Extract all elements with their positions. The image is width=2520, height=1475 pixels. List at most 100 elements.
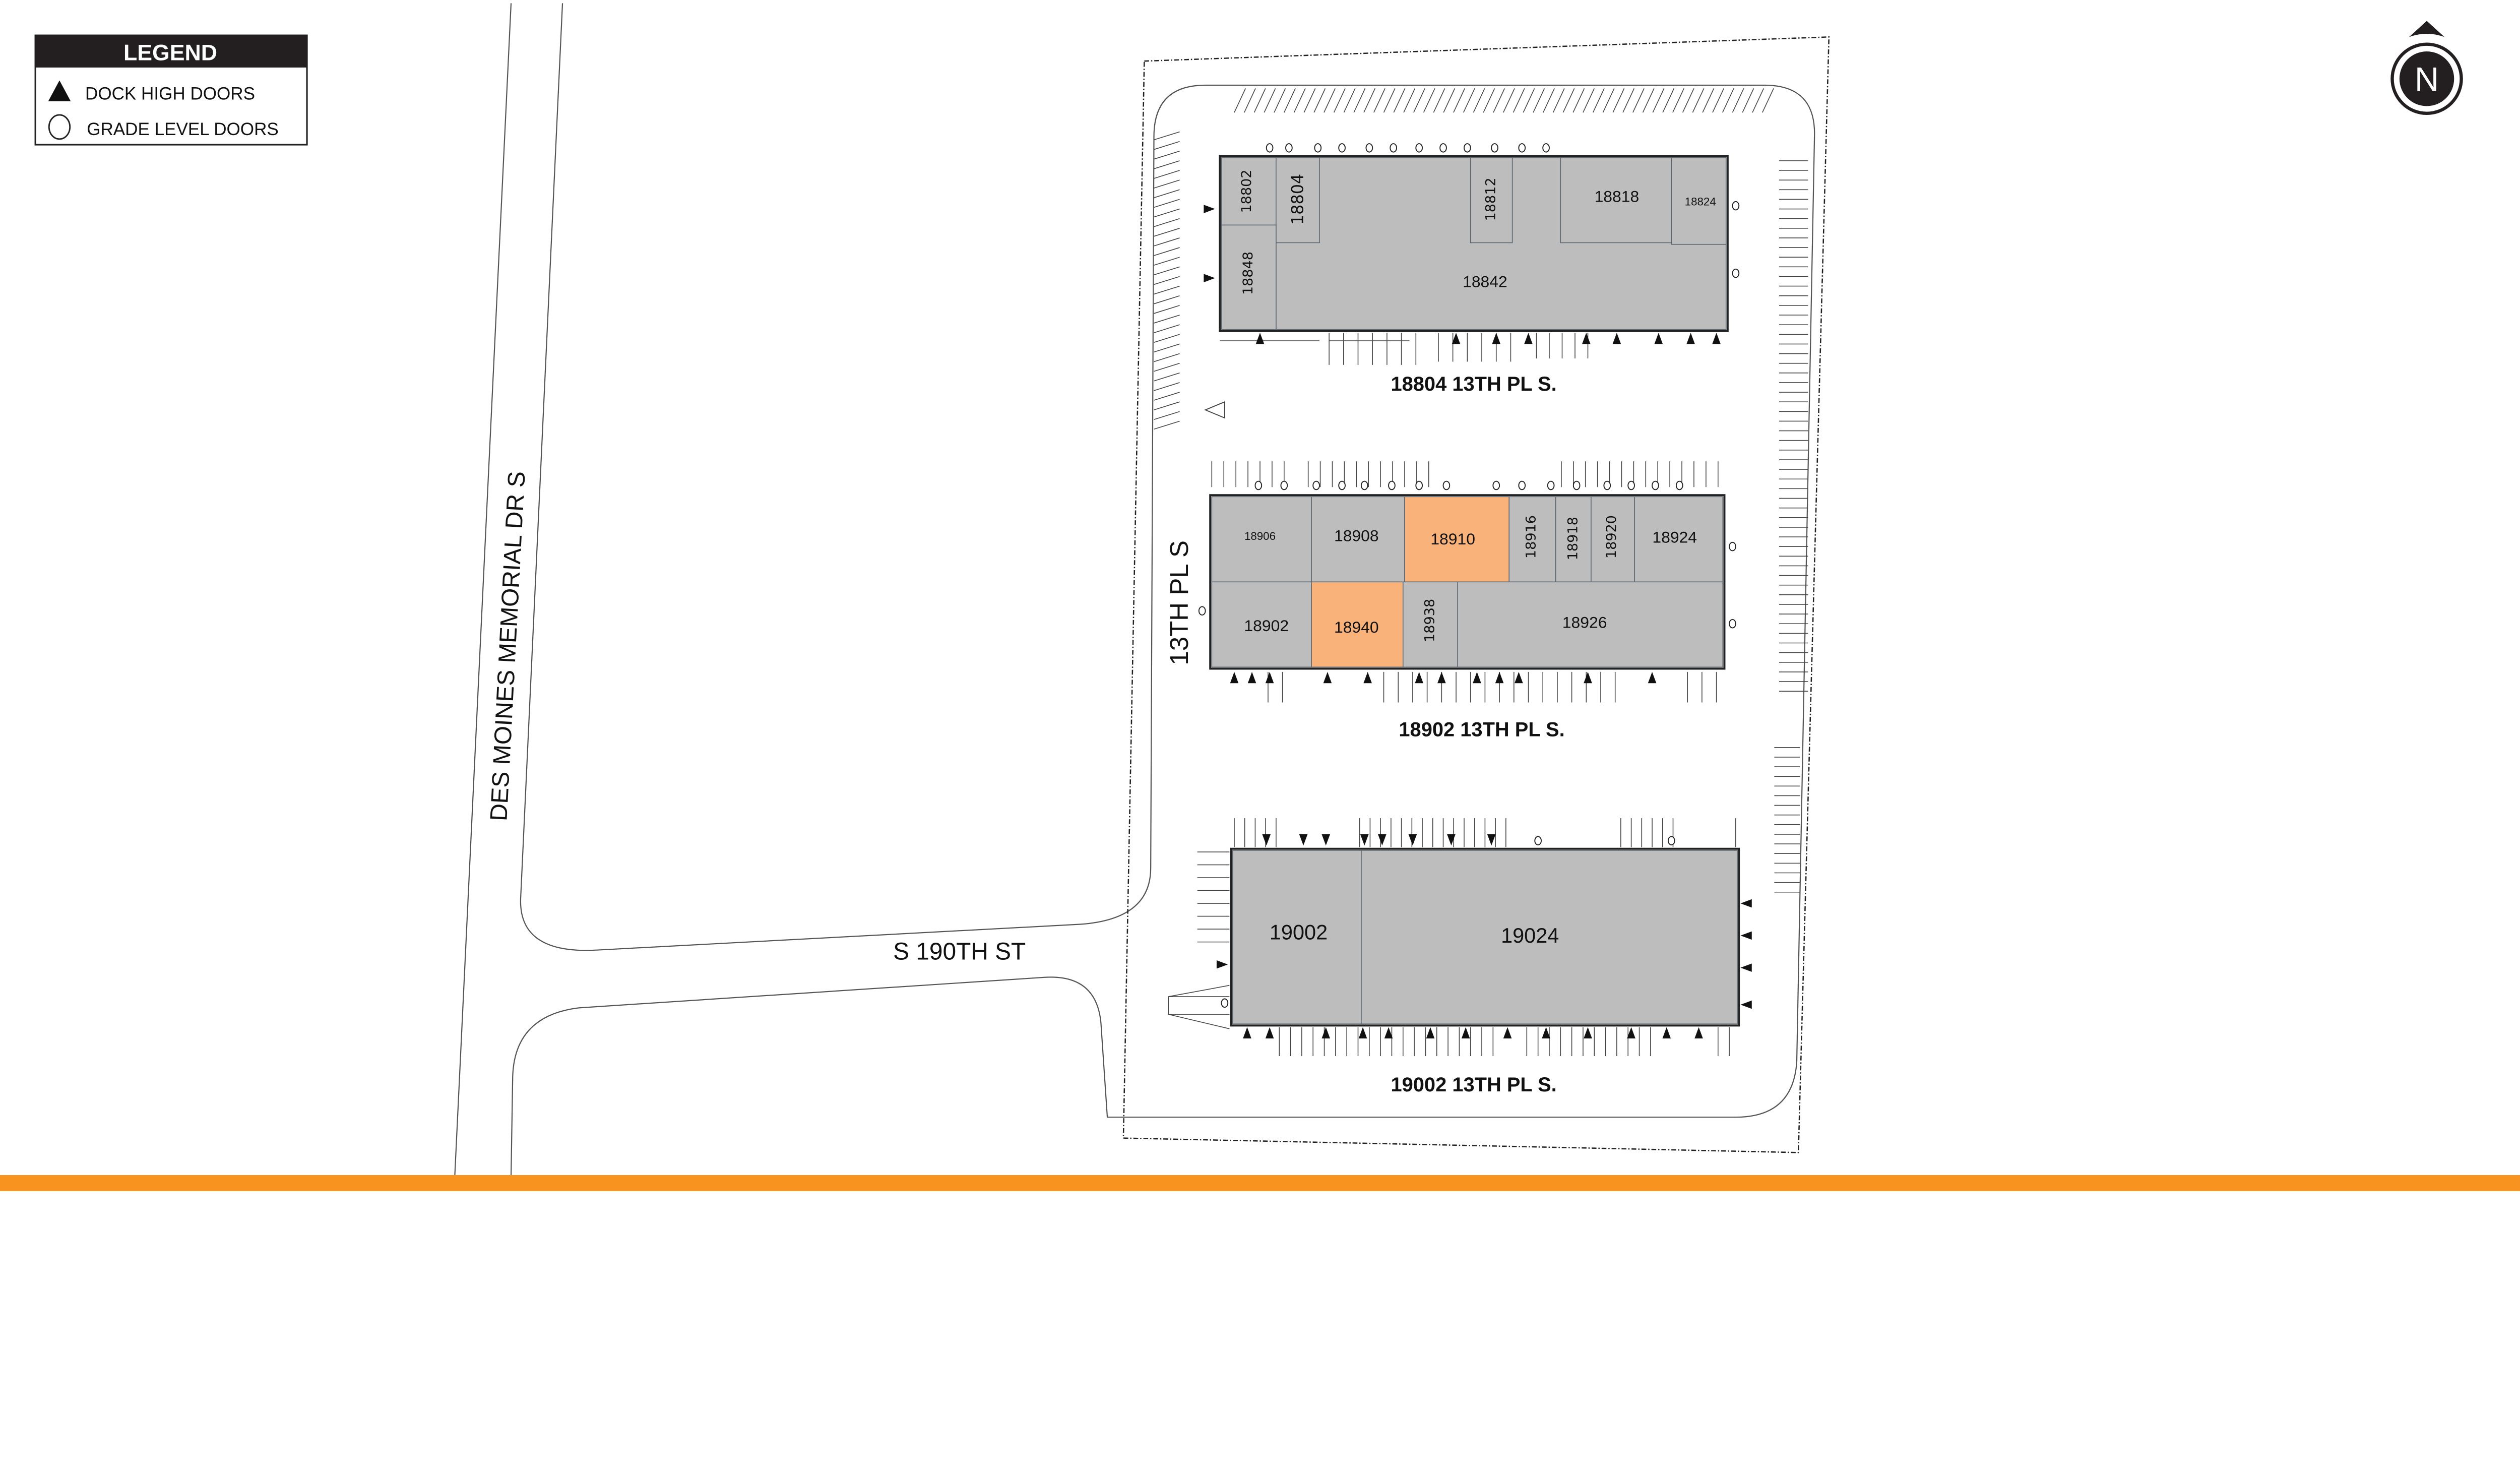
dock-high-door-icon xyxy=(1503,1027,1512,1038)
dock-high-door-icon xyxy=(1247,671,1256,684)
parking-stripe xyxy=(1602,88,1615,113)
building-address: 19002 13TH PL S. xyxy=(1391,1074,1556,1096)
grade-level-door-icon xyxy=(1729,541,1736,551)
unit-19024[interactable] xyxy=(1361,850,1738,1025)
dock-high-door-icon xyxy=(1740,963,1752,972)
unit-18802[interactable] xyxy=(1221,157,1277,226)
parking-stripe xyxy=(1154,131,1180,141)
parking-stripe xyxy=(1154,218,1180,227)
dock-high-door-icon xyxy=(1662,1027,1671,1038)
triangle-icon xyxy=(48,80,71,101)
dock-high-door-icon xyxy=(1230,671,1239,684)
parking-stripe xyxy=(1702,88,1715,113)
dock-high-door-icon xyxy=(1243,1027,1251,1038)
dock-high-door-icon xyxy=(1461,1027,1470,1038)
unit-label: 19024 xyxy=(1501,924,1559,947)
property-boundary xyxy=(1122,36,1830,1153)
unit-19002[interactable] xyxy=(1232,850,1362,1025)
dock-high-door-icon xyxy=(1515,671,1523,684)
unit-label: 18906 xyxy=(1244,530,1276,542)
parking-stripe xyxy=(1154,141,1180,150)
grade-level-door-icon xyxy=(1627,480,1635,490)
dock-high-door-icon xyxy=(1495,671,1504,684)
grade-level-door-icon xyxy=(1338,480,1346,490)
parking-stripe xyxy=(1154,382,1180,391)
parking-stripe xyxy=(1423,88,1435,113)
dock-high-door-icon xyxy=(1323,671,1332,684)
dock-high-door-icon xyxy=(1360,834,1369,846)
grade-level-door-icon xyxy=(1439,143,1447,153)
parking-stripe xyxy=(1662,88,1675,113)
grade-level-door-icon xyxy=(1732,201,1740,211)
dock-high-door-icon xyxy=(1524,333,1533,344)
unit-18906[interactable] xyxy=(1211,496,1312,583)
unit-18926[interactable] xyxy=(1457,581,1724,668)
unit-18920[interactable] xyxy=(1591,496,1635,583)
unit-18902[interactable] xyxy=(1211,581,1312,668)
dock-high-door-icon xyxy=(1384,1027,1393,1038)
parking-stripe xyxy=(1154,373,1180,382)
unit-label: 18902 xyxy=(1244,617,1289,635)
parking-stripe xyxy=(1383,88,1396,113)
dock-high-door-icon xyxy=(1415,671,1423,684)
parking-stripe xyxy=(1253,88,1266,113)
parking-stripe xyxy=(1154,189,1180,198)
parking-stripe xyxy=(1154,401,1180,410)
north-arrow: N xyxy=(2390,21,2463,115)
grade-level-door-icon xyxy=(1492,480,1500,490)
grade-level-door-icon xyxy=(1360,480,1368,490)
unit-label: 18924 xyxy=(1652,528,1697,546)
parking-stripe xyxy=(1363,88,1376,113)
grade-level-door-icon xyxy=(1729,619,1736,629)
legend-title: LEGEND xyxy=(123,41,217,66)
parking-stripe xyxy=(1642,88,1655,113)
unit-18812[interactable] xyxy=(1470,157,1513,243)
street-label-des-moines: DES MOINES MEMORIAL DR S xyxy=(485,471,530,822)
unit-18908[interactable] xyxy=(1311,496,1405,583)
grade-level-door-icon xyxy=(1312,480,1320,490)
unit-18804[interactable] xyxy=(1276,157,1320,243)
parking-stripe xyxy=(1154,228,1180,237)
dock-high-door-icon xyxy=(1582,333,1591,344)
parking-stripe xyxy=(1592,88,1605,113)
parking-stripe xyxy=(1284,88,1296,113)
dock-high-door-icon xyxy=(1740,899,1752,908)
dock-high-door-icon xyxy=(1492,333,1501,344)
parking-stripe xyxy=(1692,88,1705,113)
dock-high-door-icon xyxy=(1408,834,1417,846)
parking-stripe xyxy=(1513,88,1525,113)
unit-18918[interactable] xyxy=(1555,496,1592,583)
parking-stripe xyxy=(1523,88,1535,113)
building-18902: 18906 18908 18910 18916 18918 18920 1892… xyxy=(1209,494,1726,741)
unit-18818[interactable] xyxy=(1560,157,1672,243)
building-18804: 18802 18804 18812 18818 18824 18848 1884… xyxy=(1219,155,1729,395)
grade-level-door-icon xyxy=(1280,480,1288,490)
unit-18924[interactable] xyxy=(1634,496,1724,583)
parking-stripe xyxy=(1154,208,1180,218)
dock-high-door-icon xyxy=(1648,671,1657,684)
unit-label: 18910 xyxy=(1430,530,1475,548)
dock-high-door-icon xyxy=(1712,333,1721,344)
parking-stripe xyxy=(1543,88,1555,113)
legend: LEGEND DOCK HIGH DOORS GRADE LEVEL DOORS xyxy=(34,34,308,146)
grade-level-door-icon xyxy=(1464,143,1471,153)
unit-18824[interactable] xyxy=(1671,157,1727,245)
parking-stripe xyxy=(1303,88,1316,113)
parking-stripe xyxy=(1154,295,1180,304)
parking-stripe xyxy=(1612,88,1625,113)
parking-stripe xyxy=(1632,88,1645,113)
parking-stripe xyxy=(1154,392,1180,401)
des-moines-west-edge xyxy=(454,3,512,1176)
parking-stripe xyxy=(1343,88,1356,113)
unit-18916[interactable] xyxy=(1508,496,1556,583)
unit-18910[interactable] xyxy=(1404,496,1510,583)
parking-stripe xyxy=(1313,88,1326,113)
grade-level-door-icon xyxy=(1572,480,1581,490)
dock-high-door-icon xyxy=(1321,1027,1331,1038)
parking-stripe xyxy=(1154,150,1180,160)
unit-18848[interactable] xyxy=(1221,224,1277,330)
parking-stripe xyxy=(1154,247,1180,256)
unit-label: 18938 xyxy=(1422,599,1438,642)
legend-item-dock: DOCK HIGH DOORS xyxy=(85,84,255,104)
parking-stripe xyxy=(1324,88,1336,113)
